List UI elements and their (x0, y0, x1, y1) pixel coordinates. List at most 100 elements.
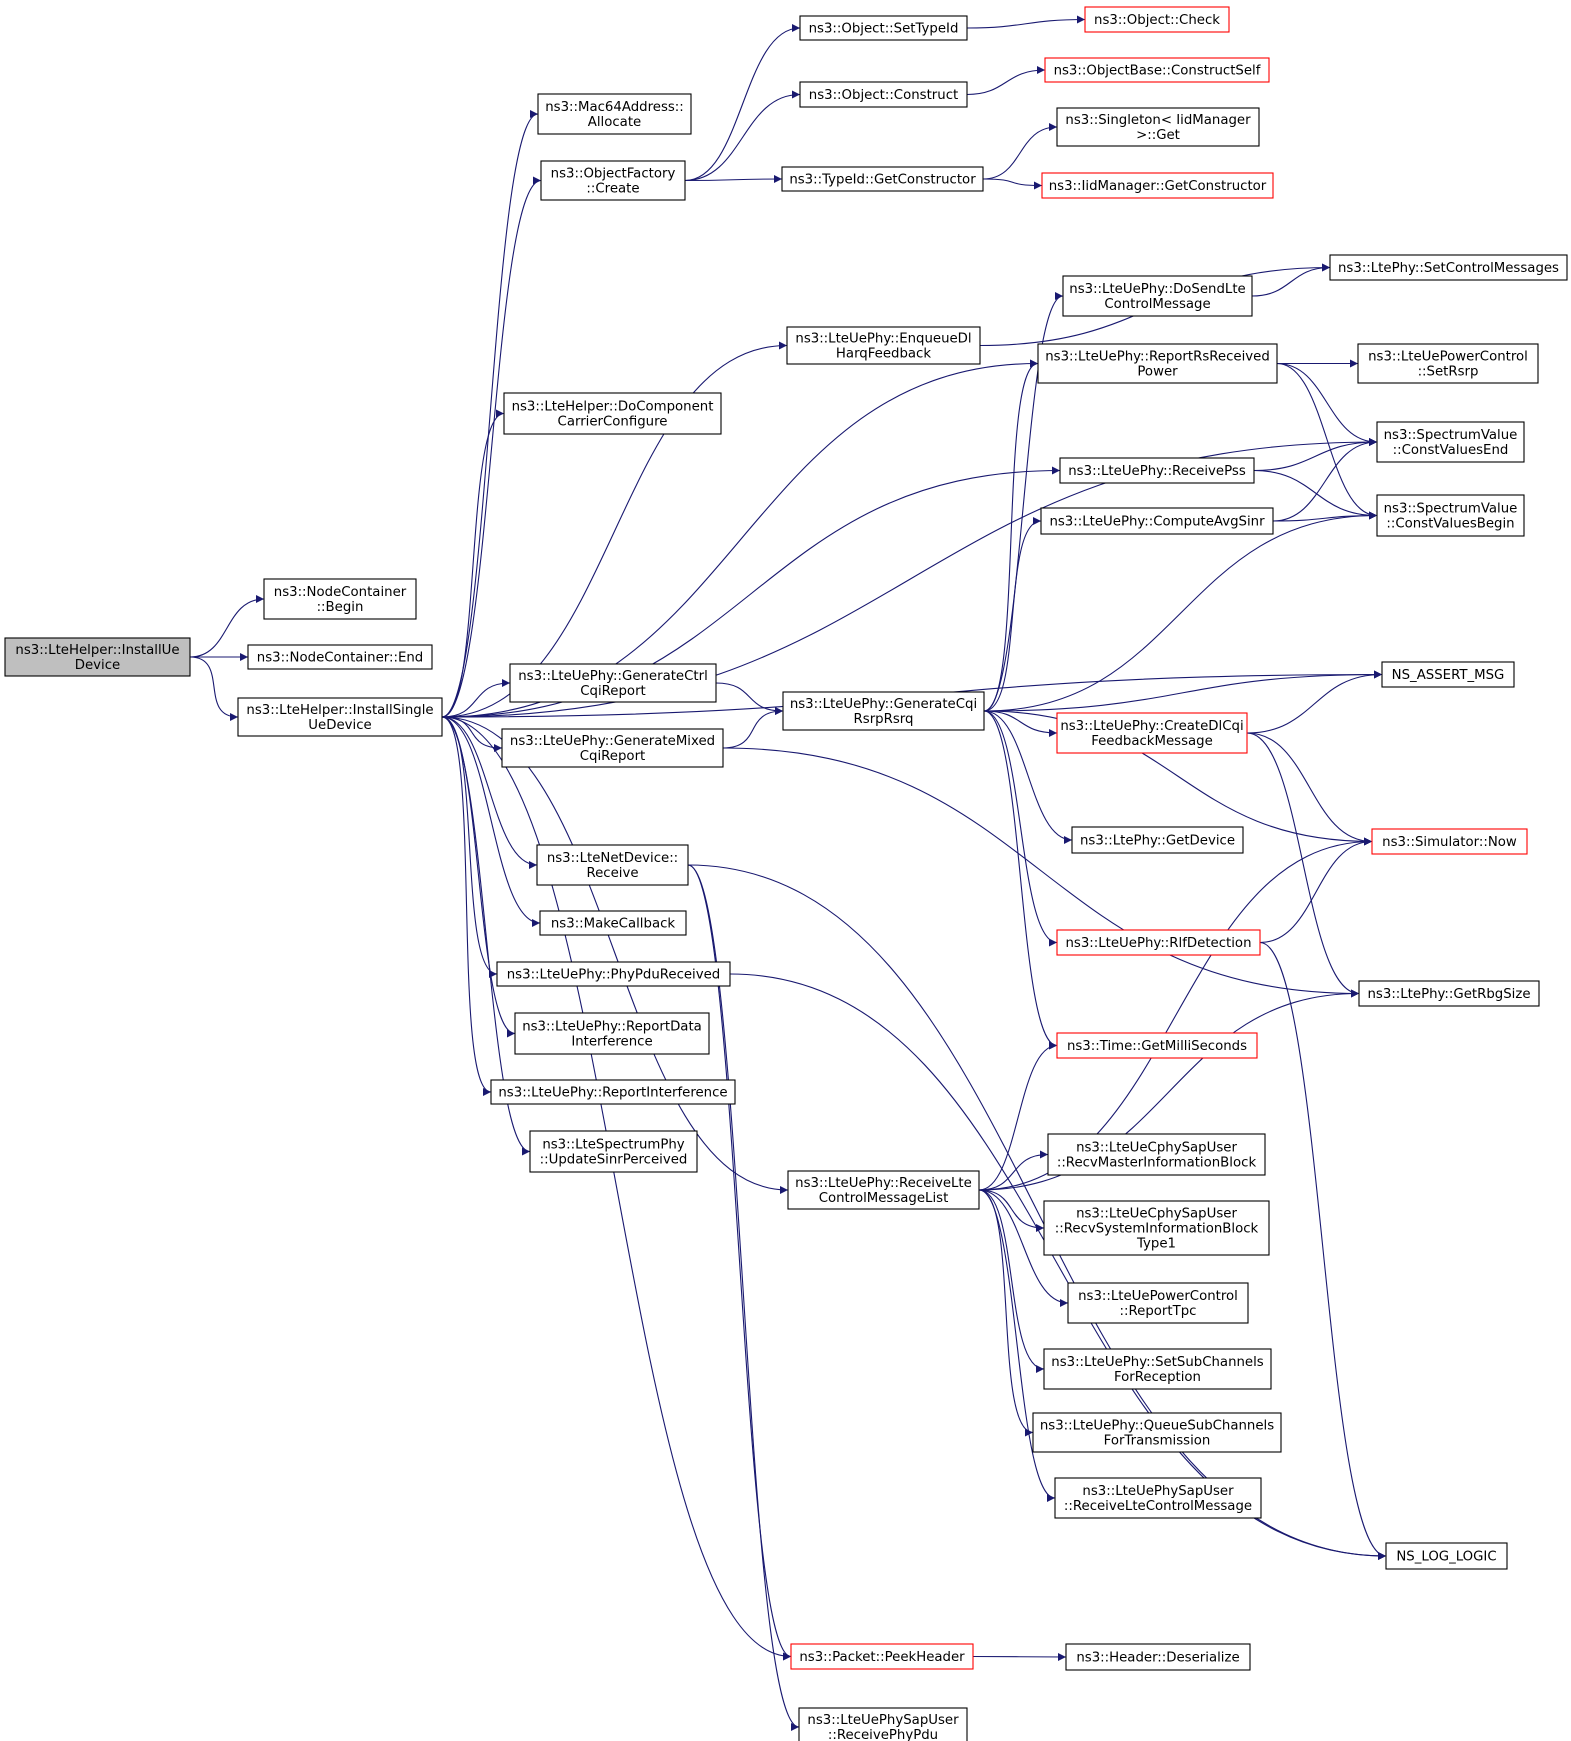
node-label: ns3::TypeId::GetConstructor (789, 173, 976, 188)
node-label: ns3::LteUePhy::DoSendLte (1069, 282, 1245, 297)
node-recvsib[interactable]: ns3::LteUeCphySapUser::RecvSystemInforma… (1043, 1200, 1270, 1256)
edge-arrow (983, 359, 1039, 712)
edge-arrow (441, 716, 498, 978)
node-getdevice[interactable]: ns3::LtePhy::GetDevice (1071, 826, 1244, 854)
edge-arrow (1276, 362, 1378, 520)
node-box (1056, 712, 1248, 754)
node-assertmsg[interactable]: NS_ASSERT_MSG (1381, 661, 1515, 688)
edge-createcqi-to-simnow (1246, 732, 1373, 846)
node-label: ControlMessageList (819, 1191, 949, 1206)
node-recvmib[interactable]: ns3::LteUeCphySapUser::RecvMasterInforma… (1047, 1133, 1266, 1176)
node-label: ns3::LteUePhy::RlfDetection (1065, 936, 1251, 951)
node-box (1084, 6, 1230, 33)
node-avgsinr[interactable]: ns3::LteUePhy::ComputeAvgSinr (1040, 507, 1274, 535)
node-label: ns3::LteUePhy::GenerateCqi (790, 697, 977, 712)
edge-arrow (684, 175, 783, 184)
node-label: ns3::LteUePowerControl (1078, 1289, 1238, 1304)
edge-createcqi-to-rbgsize (1246, 732, 1360, 998)
edge-ofcreate-to-getctor (684, 175, 783, 184)
node-label: ::ReceiveLteControlMessage (1064, 1499, 1252, 1514)
edge-arrow (972, 1652, 1067, 1661)
edge-recvlte-to-recvsib (978, 1189, 1045, 1232)
edge-arrow (983, 710, 1073, 844)
node-label: ns3::SpectrumValue (1384, 502, 1518, 517)
node-recvpss[interactable]: ns3::LteUePhy::ReceivePss (1059, 457, 1255, 484)
node-settypeid[interactable]: ns3::Object::SetTypeId (799, 15, 968, 41)
node-label: ns3::LteHelper::InstallSingle (246, 703, 433, 718)
node-rbgsize[interactable]: ns3::LtePhy::GetRbgSize (1358, 980, 1540, 1007)
node-reptpc[interactable]: ns3::LteUePowerControl::ReportTpc (1067, 1282, 1249, 1324)
edge-isud-to-makecb (441, 716, 541, 927)
node-box (1032, 1412, 1282, 1453)
node-label: ns3::Mac64Address:: (545, 100, 684, 115)
edge-arrow (1276, 362, 1378, 446)
node-updsinr[interactable]: ns3::LteSpectrumPhy::UpdateSinrPerceived (529, 1130, 698, 1173)
node-phypdu[interactable]: ns3::LteUePhy::PhyPduReceived (496, 961, 731, 987)
node-constructself[interactable]: ns3::ObjectBase::ConstructSelf (1044, 57, 1270, 83)
node-cvend[interactable]: ns3::SpectrumValue::ConstValuesEnd (1376, 421, 1525, 463)
node-ncbegin[interactable]: ns3::NodeContainer::Begin (263, 578, 417, 620)
node-box (1329, 254, 1568, 281)
node-repint[interactable]: ns3::LteUePhy::ReportInterference (490, 1079, 736, 1105)
node-makecb[interactable]: ns3::MakeCallback (539, 910, 687, 936)
node-label: ns3::Object::SetTypeId (809, 22, 959, 37)
node-deserialize[interactable]: ns3::Header::Deserialize (1065, 1643, 1251, 1671)
node-getctor[interactable]: ns3::TypeId::GetConstructor (781, 166, 984, 192)
node-singleton[interactable]: ns3::Singleton< IidManager>::Get (1056, 107, 1260, 147)
node-label: ns3::LteUePhySapUser (1082, 1484, 1234, 1499)
node-peekhdr[interactable]: ns3::Packet::PeekHeader (790, 1643, 974, 1670)
node-label: NS_ASSERT_MSG (1392, 668, 1505, 683)
node-setctrl[interactable]: ns3::LtePhy::SetControlMessages (1329, 254, 1568, 281)
edge-dosend-to-setctrl (1251, 263, 1331, 297)
edge-arrow (978, 1189, 1034, 1437)
node-objconstruct[interactable]: ns3::Object::Construct (799, 81, 968, 108)
node-label: Type1 (1136, 1237, 1176, 1252)
edge-arrow (1272, 511, 1378, 522)
node-macalloc[interactable]: ns3::Mac64Address::Allocate (537, 93, 692, 135)
node-label: ns3::LteUePhy::GenerateMixed (510, 734, 715, 749)
node-setsubch[interactable]: ns3::LteUePhy::SetSubChannelsForReceptio… (1043, 1348, 1272, 1390)
node-objcheck[interactable]: ns3::Object::Check (1084, 6, 1230, 33)
node-ncend[interactable]: ns3::NodeContainer::End (247, 644, 433, 670)
node-setrsrp[interactable]: ns3::LteUePowerControl::SetRsrp (1357, 343, 1539, 384)
node-queuesubch[interactable]: ns3::LteUePhy::QueueSubChannelsForTransm… (1032, 1412, 1282, 1453)
node-label: ns3::LteUePhy::ComputeAvgSinr (1049, 515, 1265, 530)
node-simnow[interactable]: ns3::Simulator::Now (1371, 828, 1528, 855)
node-iidgetctor[interactable]: ns3::IidManager::GetConstructor (1041, 172, 1274, 199)
node-rlf[interactable]: ns3::LteUePhy::RlfDetection (1056, 929, 1261, 956)
node-box (799, 81, 968, 108)
node-label: ns3::LteHelper::DoComponent (512, 400, 714, 415)
edge-settypeid-to-objcheck (966, 15, 1086, 29)
node-loglogic[interactable]: NS_LOG_LOGIC (1385, 1542, 1508, 1570)
node-createcqi[interactable]: ns3::LteUePhy::CreateDlCqiFeedbackMessag… (1056, 712, 1248, 754)
node-box (247, 644, 433, 670)
edge-arrow (441, 716, 492, 1096)
node-netrecv[interactable]: ns3::LteNetDevice::Receive (536, 844, 689, 886)
edge-genmixed-to-gencqi (722, 707, 784, 749)
edge-arrow (441, 466, 1061, 718)
edge-isud-to-phypdu (441, 716, 498, 978)
edge-recvlte-to-recvmib (978, 1150, 1049, 1191)
node-recvltecm[interactable]: ns3::LteUePhySapUser::ReceiveLteControlM… (1054, 1477, 1262, 1519)
node-box (514, 1012, 710, 1055)
node-recvlte[interactable]: ns3::LteUePhy::ReceiveLteControlMessageL… (787, 1170, 980, 1210)
edge-netrecv-to-peekhdr (687, 864, 792, 1661)
node-ofcreate[interactable]: ns3::ObjectFactory::Create (540, 160, 686, 201)
node-box (503, 392, 722, 435)
node-label: NS_LOG_LOGIC (1396, 1550, 1496, 1565)
node-getms[interactable]: ns3::Time::GetMilliSeconds (1056, 1032, 1258, 1059)
node-recvphypdu[interactable]: ns3::LteUePhySapUser::ReceivePhyPdu (798, 1707, 968, 1741)
edge-arrow (729, 973, 1387, 1560)
node-cvbegin[interactable]: ns3::SpectrumValue::ConstValuesBegin (1376, 494, 1525, 537)
edge-recvlte-to-reptpc (978, 1189, 1069, 1307)
node-dccc[interactable]: ns3::LteHelper::DoComponentCarrierConfig… (503, 392, 722, 435)
